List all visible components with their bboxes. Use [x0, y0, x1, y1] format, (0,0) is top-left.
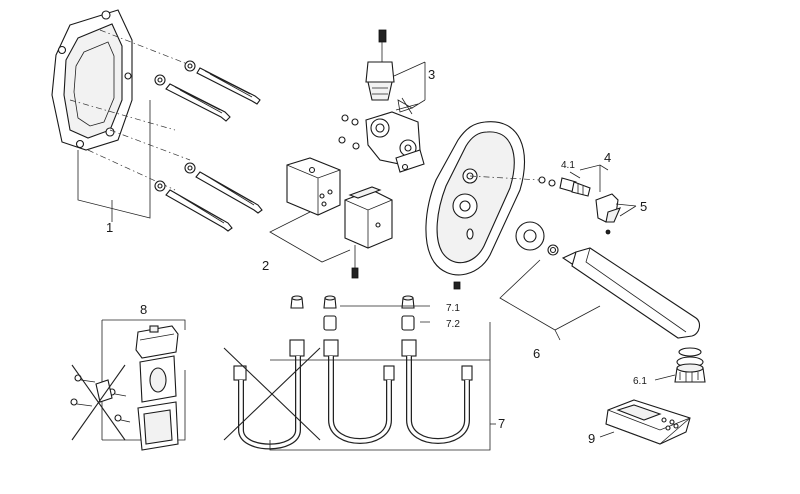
label-extension-kit: 8	[140, 302, 147, 317]
hose-set	[223, 295, 496, 451]
power-supply	[269, 157, 393, 279]
mounting-frame	[51, 9, 191, 219]
label-remote: 9	[588, 431, 595, 446]
spout	[499, 247, 701, 341]
label-handle-sub: 4.1	[561, 160, 575, 171]
label-hose-sleeve: 7.2	[446, 319, 460, 330]
label-lever: 5	[640, 199, 647, 214]
label-power-supply: 2	[262, 258, 269, 273]
remote-control	[599, 399, 691, 445]
label-spout: 6	[533, 346, 540, 361]
label-solenoid: 3	[428, 67, 435, 82]
lever-handle	[595, 193, 637, 235]
solenoid-valve	[338, 29, 426, 173]
handle-insert	[538, 164, 609, 197]
label-hoses: 7	[498, 416, 505, 431]
label-aerator: 6.1	[633, 376, 647, 387]
label-hose-cap: 7.1	[446, 303, 460, 314]
extension-kit	[70, 319, 186, 451]
mounting-screws	[154, 60, 263, 232]
label-handle: 4	[604, 150, 611, 165]
cover-plate	[425, 121, 541, 290]
aerator	[654, 347, 706, 383]
label-frame: 1	[106, 220, 113, 235]
spout-flange	[515, 221, 559, 256]
